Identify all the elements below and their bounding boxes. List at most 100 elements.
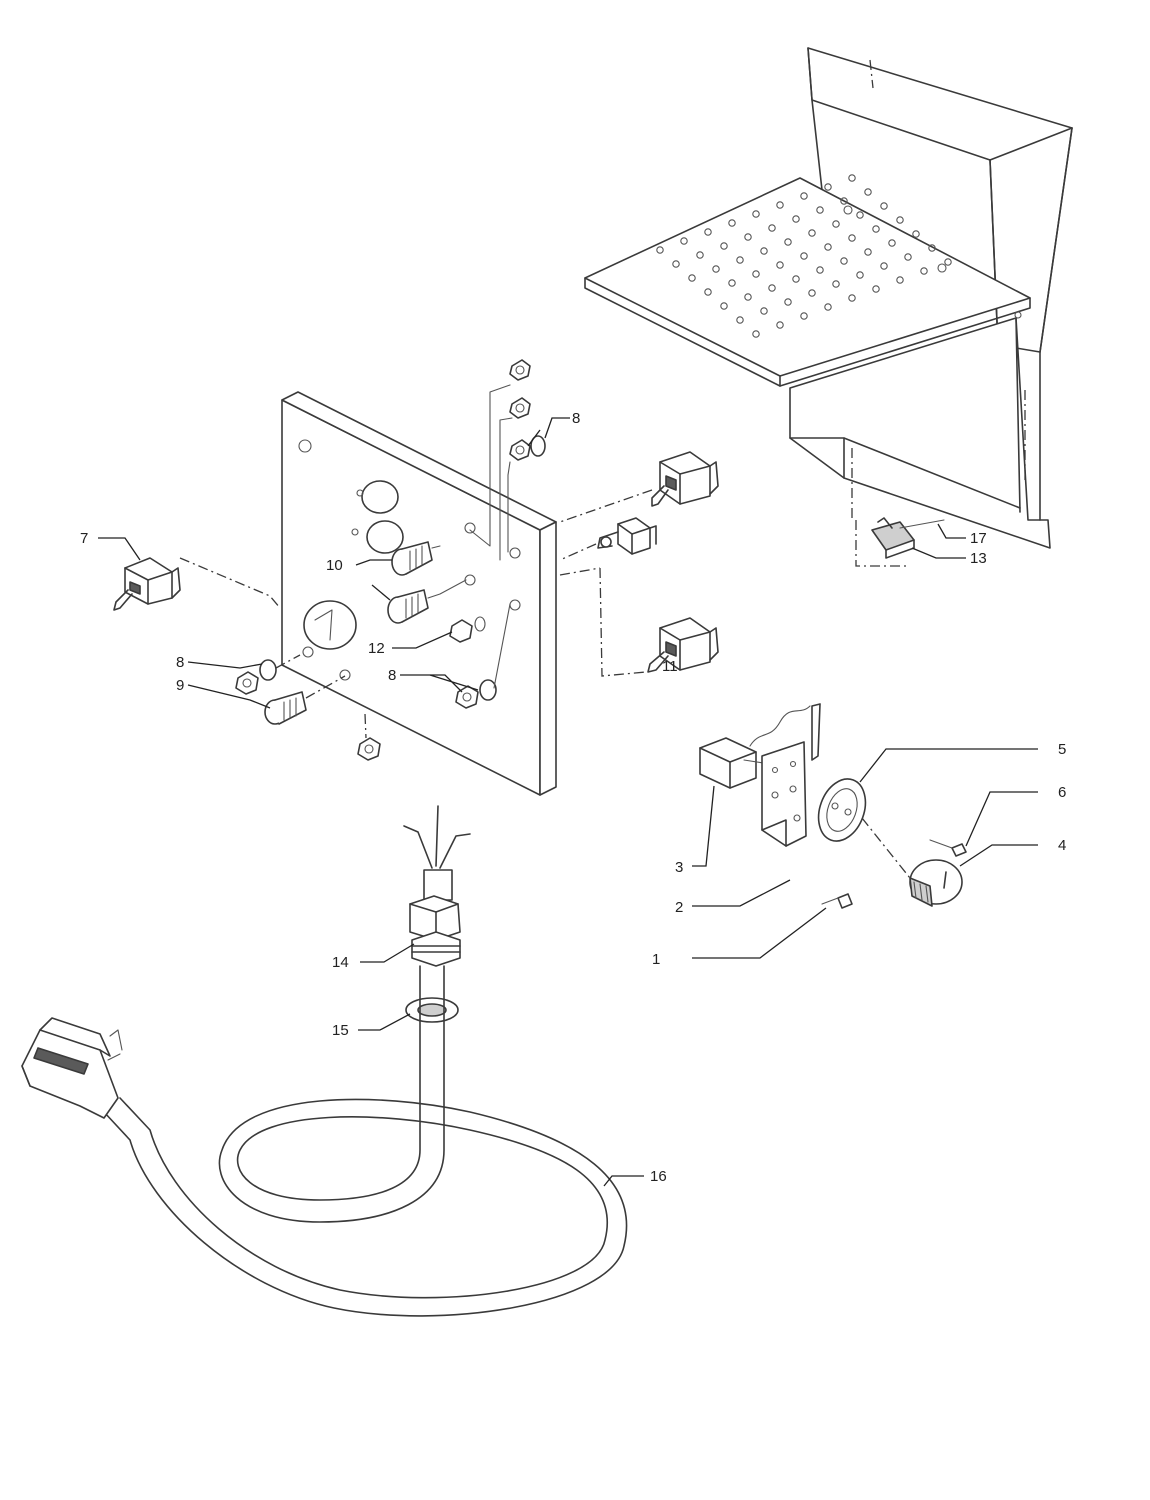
callout-4: 4 (1058, 837, 1066, 854)
tray-hole (808, 289, 816, 297)
tray-hole (760, 307, 768, 315)
tray-hole (904, 253, 912, 261)
tray-hole (840, 197, 848, 205)
toggle-switch-part-11 (559, 567, 719, 677)
tray-hole (856, 271, 864, 279)
leader-lines (98, 417, 1038, 1187)
tray-hole (816, 266, 824, 274)
callout-6: 6 (1058, 784, 1066, 801)
toggle-switch-middle-right (559, 517, 657, 561)
tray-hole (920, 267, 928, 275)
tray-hole (776, 201, 784, 209)
tray-hole (680, 237, 688, 245)
tray-hole (736, 316, 744, 324)
tray-hole (800, 252, 808, 260)
nut-washer-part-8-left (235, 654, 301, 695)
callout-5: 5 (1058, 741, 1066, 758)
tray-hole (872, 285, 880, 293)
tray-hole (808, 229, 816, 237)
callout-1: 1 (652, 951, 660, 968)
tray-hole (768, 284, 776, 292)
tray-hole (656, 246, 664, 254)
tray-hole (704, 288, 712, 296)
toggle-switch-part-7 (113, 557, 281, 611)
tray-hole (944, 258, 952, 266)
callout-9: 9 (176, 677, 184, 694)
nut-top-2 (509, 397, 531, 419)
tray-hole (848, 174, 856, 182)
tray-hole (776, 321, 784, 329)
screw-part-1 (821, 893, 853, 909)
tray-hole (744, 293, 752, 301)
callout-2: 2 (675, 899, 683, 916)
tray-hole (720, 242, 728, 250)
tray-perforations (656, 174, 952, 338)
tray-hole (712, 265, 720, 273)
tray-hole (728, 279, 736, 287)
tray-hole (736, 256, 744, 264)
tray-hole (728, 219, 736, 227)
microswitch-part-13 (855, 517, 945, 567)
nut-part-12 (449, 616, 486, 643)
tray-hole (888, 239, 896, 247)
indicator-lamp-part-10-lower (387, 579, 467, 624)
callout-15: 15 (332, 1022, 349, 1039)
nut-washer-part-8-top (509, 435, 546, 461)
tray-hole (912, 230, 920, 238)
dial-plate-part-5 (817, 778, 867, 842)
tray-hole (880, 202, 888, 210)
tray-hole (864, 248, 872, 256)
tray-hole (816, 206, 824, 214)
hopper-housing (584, 47, 1073, 549)
tray-hole (856, 211, 864, 219)
callout-10: 10 (326, 557, 343, 574)
tray-hole (704, 228, 712, 236)
knob-part-4 (861, 817, 963, 907)
tray-hole (864, 188, 872, 196)
tray-hole (824, 183, 832, 191)
tray-hole (792, 275, 800, 283)
callout-14: 14 (332, 954, 349, 971)
callout-8-left: 8 (176, 654, 184, 671)
callout-8-right: 8 (388, 667, 396, 684)
screw-part-6 (929, 839, 967, 857)
tray-hole (760, 247, 768, 255)
tray-hole (848, 294, 856, 302)
callout-17: 17 (970, 530, 987, 547)
tray-hole (928, 244, 936, 252)
callout-11: 11 (662, 658, 678, 675)
tray-hole (824, 243, 832, 251)
indicator-lamp-part-9 (264, 675, 346, 725)
tray-hole (896, 216, 904, 224)
tray-hole (752, 330, 760, 338)
callout-12: 12 (368, 640, 385, 657)
tray-hole (832, 280, 840, 288)
power-cable-part-16 (21, 805, 628, 1317)
tray-hole (800, 192, 808, 200)
tray-hole (832, 220, 840, 228)
tray-hole (800, 312, 808, 320)
tray-hole (784, 298, 792, 306)
tray-hole (792, 215, 800, 223)
tray-hole (752, 270, 760, 278)
callout-3: 3 (675, 859, 683, 876)
callout-labels: 1 2 3 4 5 6 7 8 8 8 9 10 11 12 13 14 15 … (80, 410, 1066, 1185)
callout-13: 13 (970, 550, 987, 567)
tray-hole (848, 234, 856, 242)
toggle-switch-upper-right (559, 451, 719, 523)
tray-hole (840, 257, 848, 265)
indicator-lamp-part-10-upper (391, 541, 441, 576)
callout-7: 7 (80, 530, 88, 547)
tray-hole (696, 251, 704, 259)
callout-16: 16 (650, 1168, 667, 1185)
tray-hole (776, 261, 784, 269)
tray-hole (896, 276, 904, 284)
tray-hole (688, 274, 696, 282)
tray-hole (824, 303, 832, 311)
tray-hole (872, 225, 880, 233)
nut-panel-bottom (357, 713, 381, 761)
tray-hole (784, 238, 792, 246)
thermostat-body-part-3 (699, 703, 821, 789)
tray-hole (672, 260, 680, 268)
tray-hole (744, 233, 752, 241)
